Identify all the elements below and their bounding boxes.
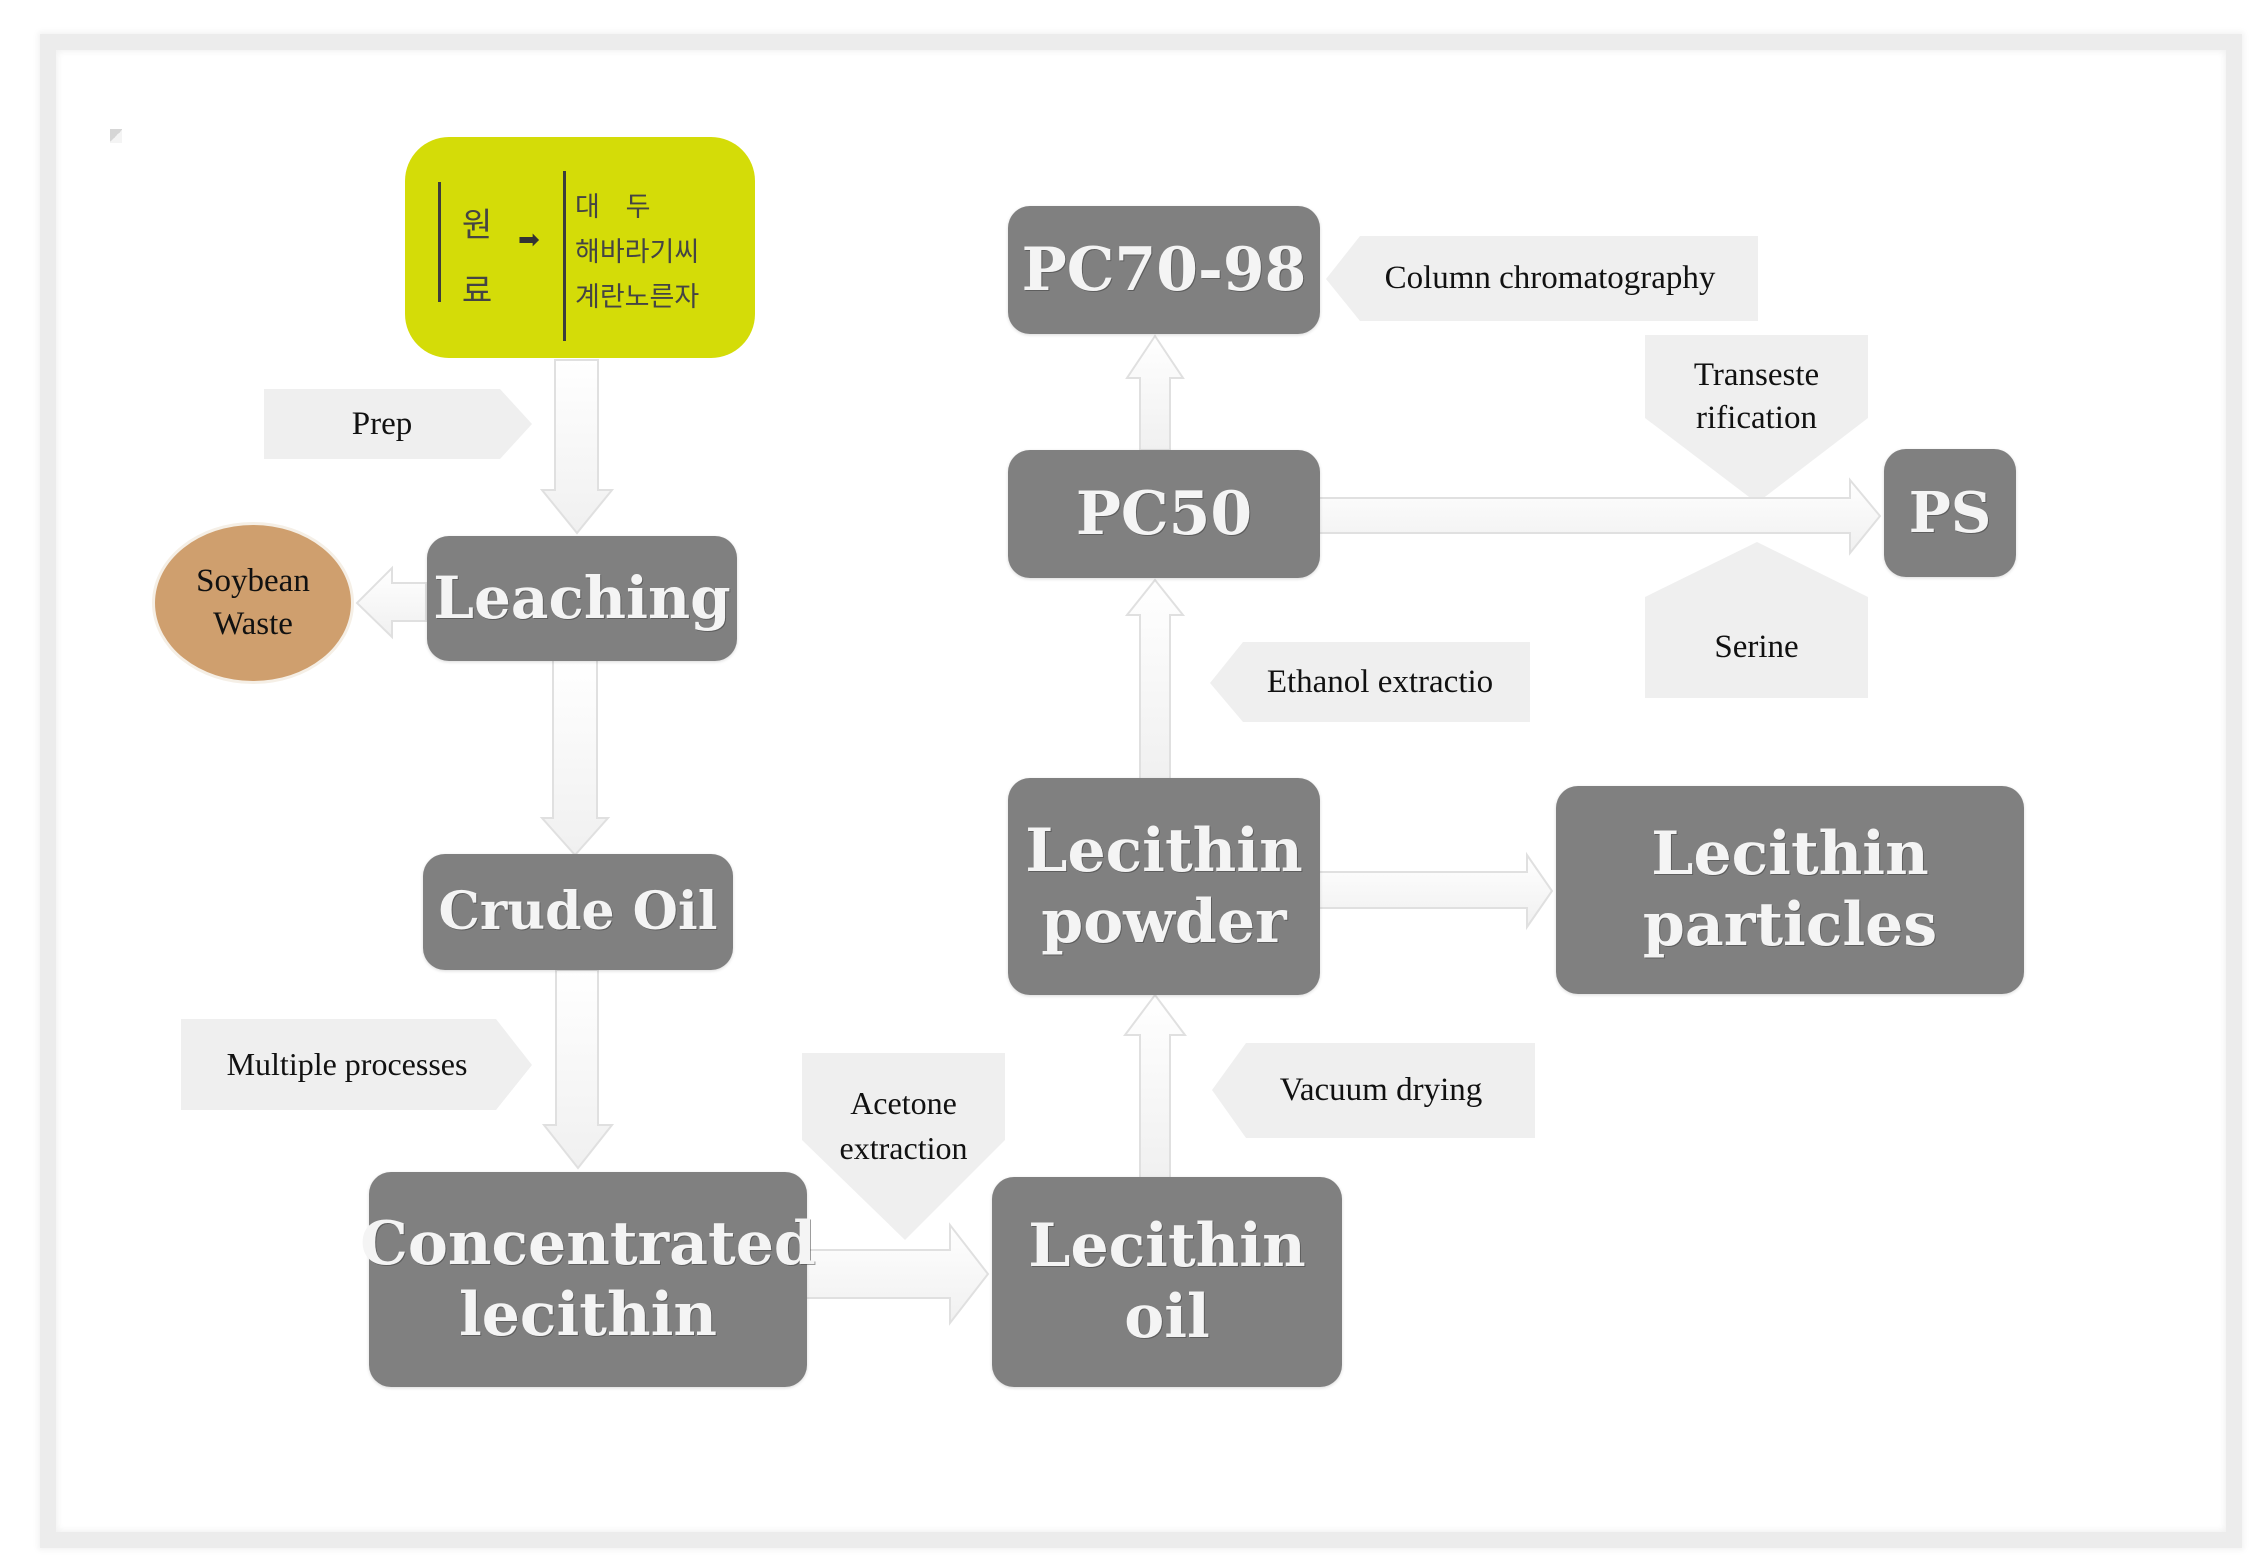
serine-label-shape <box>1645 542 1868 698</box>
serine-label: Serine <box>1645 610 1868 685</box>
leaching-node: Leaching <box>427 536 737 661</box>
acetone-extraction-label: Acetone extraction <box>802 1080 1005 1172</box>
pc50-node: PC50 <box>1008 450 1320 578</box>
arrow-leaching-to-crude-oil <box>539 659 611 857</box>
column-chromatography-label-text: Column chromatography <box>1384 260 1716 297</box>
corner-mark <box>110 129 122 143</box>
leaching-text: Leaching <box>433 564 731 633</box>
concentrated-lecithin-node: Concentrated lecithin <box>360 1172 816 1387</box>
transesterification-label: Transeste rification <box>1645 350 1868 444</box>
lecithin-powder-node: Lecithin powder <box>1008 778 1320 995</box>
column-chromatography-label-shape <box>1326 236 1758 321</box>
multiple-processes-label: Multiple processes <box>181 1019 513 1110</box>
lecithin-oil-node: Lecithin oil <box>992 1177 1342 1387</box>
serine-label-text: Serine <box>1714 629 1799 666</box>
image-frame <box>40 34 2242 1548</box>
vacuum-drying-label-shape <box>1212 1043 1535 1138</box>
crude-oil-node: Crude Oil <box>423 854 733 970</box>
raw-materials-divider-left <box>438 182 441 302</box>
transesterification-label-shape <box>1645 335 1868 503</box>
raw-material-item: 대 두 <box>575 192 651 223</box>
soybean-waste-node: Soybean Waste <box>152 522 354 684</box>
ethanol-extraction-label-shape <box>1210 642 1530 722</box>
acetone-extraction-label-text: Acetone extraction <box>839 1085 968 1166</box>
vacuum-drying-label: Vacuum drying <box>1246 1043 1516 1138</box>
acetone-extraction-label-shape <box>802 1053 1005 1240</box>
pc50-text: PC50 <box>1075 478 1253 549</box>
arrow-powder-to-pc50 <box>1124 578 1186 781</box>
raw-material-item: 계란노른자 <box>575 282 700 313</box>
arrow-leaching-to-waste <box>355 565 427 640</box>
transesterification-label-text: Transeste rification <box>1693 357 1820 436</box>
multiple-processes-label-text: Multiple processes <box>226 1045 468 1082</box>
arrow-pc50-to-ps <box>1313 477 1882 556</box>
pc70-98-node: PC70-98 <box>1008 206 1320 334</box>
ethanol-extraction-label: Ethanol extractio <box>1240 642 1520 722</box>
crude-oil-text: Crude Oil <box>438 881 718 943</box>
raw-materials-title: 원 료 <box>461 205 493 310</box>
right-arrow-icon: ➡ <box>518 225 540 255</box>
prep-label-text: Prep <box>351 405 413 442</box>
ps-node: PS <box>1884 449 2016 577</box>
prep-label-shape <box>264 389 532 459</box>
lecithin-particles-text: Lecithin particles <box>1642 819 1938 960</box>
arrow-lecithin-oil-to-powder <box>1123 993 1187 1181</box>
column-chromatography-label: Column chromatography <box>1360 236 1740 321</box>
prep-label: Prep <box>264 389 500 459</box>
arrow-concentrated-to-lecithin-oil <box>805 1222 990 1326</box>
ps-text: PS <box>1908 479 1992 546</box>
multiple-processes-label-shape <box>181 1019 532 1110</box>
lecithin-particles-node: Lecithin particles <box>1556 786 2024 994</box>
raw-materials-divider-right <box>563 171 566 341</box>
raw-materials-box: 원 료 ➡ 대 두 해바라기씨 계란노른자 <box>405 137 755 358</box>
arrow-crude-oil-to-concentrated <box>541 969 615 1170</box>
concentrated-lecithin-text: Concentrated lecithin <box>360 1208 816 1350</box>
ethanol-extraction-label-text: Ethanol extractio <box>1266 663 1494 700</box>
arrow-raw-to-leaching <box>539 359 615 535</box>
arrow-powder-to-particles <box>1309 851 1554 931</box>
raw-materials-list: 대 두 해바라기씨 계란노른자 <box>575 185 699 320</box>
pc70-98-text: PC70-98 <box>1021 234 1307 305</box>
vacuum-drying-label-text: Vacuum drying <box>1279 1072 1483 1109</box>
soybean-waste-text: Soybean Waste <box>196 563 310 642</box>
lecithin-powder-text: Lecithin powder <box>1025 815 1303 957</box>
lecithin-oil-text: Lecithin oil <box>1028 1211 1306 1352</box>
raw-material-item: 해바라기씨 <box>575 237 700 268</box>
arrow-pc50-to-pc70-98 <box>1125 334 1185 451</box>
